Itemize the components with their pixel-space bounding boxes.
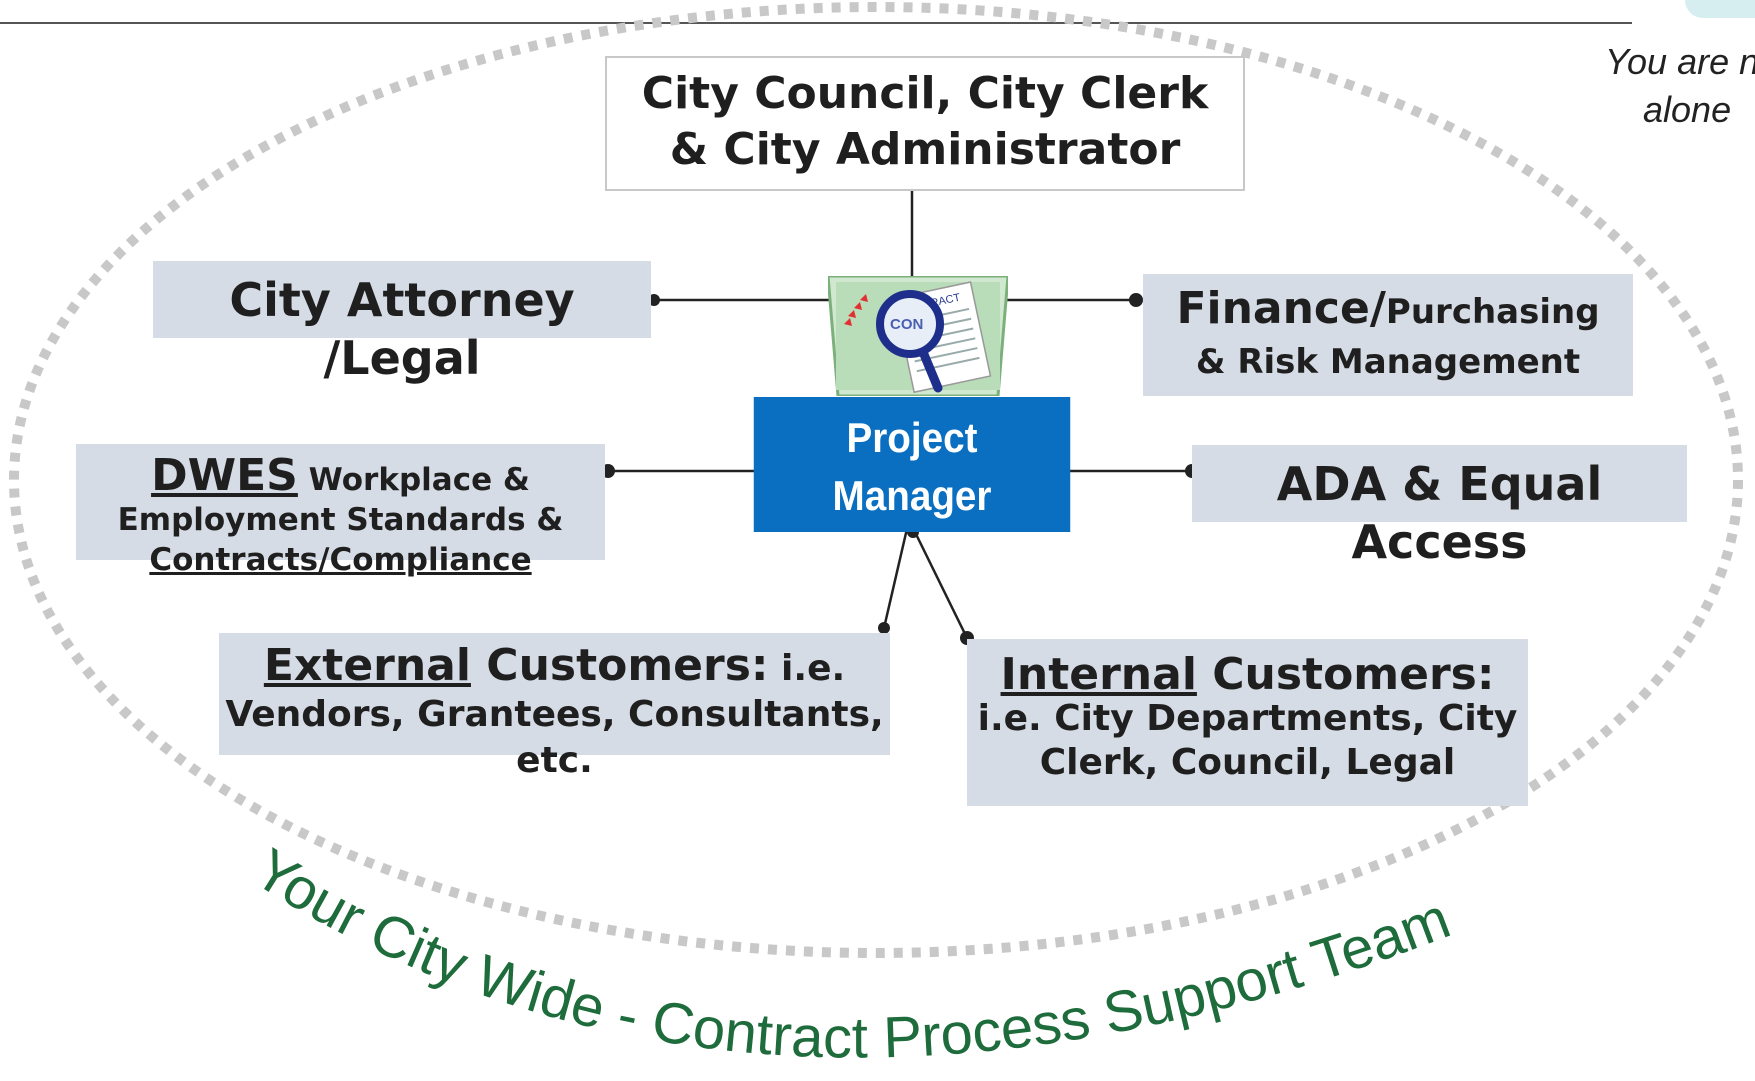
attorney-line2: /Legal — [323, 331, 481, 385]
external-title-ul: External — [263, 640, 471, 691]
external-customers-box: External Customers: i.e. Vendors, Grante… — [219, 633, 890, 781]
connector-external — [882, 519, 911, 629]
internal-title-rest: Customers: — [1196, 649, 1495, 700]
finance-box: Finance/Purchasing & Risk Management — [1143, 274, 1633, 396]
attorney-box: City Attorney /Legal — [153, 261, 651, 385]
ada-line2: Access — [1351, 515, 1528, 569]
top-rule — [0, 22, 1632, 24]
internal-title-ul: Internal — [1000, 649, 1197, 700]
side-note: You are n alone — [1605, 38, 1755, 134]
external-line3: etc. — [516, 740, 593, 781]
external-title-rest: Customers: — [470, 640, 769, 691]
contract-magnifier-icon: TRACT CON — [828, 276, 1008, 396]
external-line2: Vendors, Grantees, Consultants, — [225, 694, 884, 735]
contract-icon-text1: CON — [890, 316, 923, 333]
dot-attorney — [648, 294, 660, 306]
side-note-line2: alone — [1643, 89, 1732, 130]
council-box: City Council, City Clerk & City Administ… — [605, 56, 1245, 191]
internal-line3: Clerk, Council, Legal — [1039, 742, 1456, 783]
internal-customers-box: Internal Customers: i.e. City Department… — [967, 639, 1528, 806]
connector-internal — [911, 527, 969, 639]
dwes-box: DWES Workplace & Employment Standards & … — [76, 444, 605, 578]
dwes-line1: Workplace & — [297, 462, 530, 498]
dot-external — [878, 622, 890, 634]
council-line2: & City Administrator — [669, 124, 1181, 175]
dwes-title: DWES — [151, 450, 298, 501]
council-line1: City Council, City Clerk — [641, 68, 1209, 119]
external-small: i.e. — [768, 648, 846, 689]
finance-main: Finance/ — [1176, 283, 1386, 334]
corner-decoration — [1685, 0, 1755, 18]
project-manager-box: Project Manager — [753, 397, 1071, 532]
attorney-line1: City Attorney — [229, 273, 575, 327]
footer-curved-text: Your City Wide - Contract Process Suppor… — [243, 836, 1458, 1071]
team-ellipse — [9, 2, 1743, 958]
pm-line1: Project — [846, 414, 978, 461]
dwes-line2: Employment Standards & — [117, 502, 564, 538]
pm-line2: Manager — [832, 472, 992, 519]
side-note-line1: You are n — [1605, 41, 1755, 82]
internal-line2: i.e. City Departments, City — [977, 698, 1518, 739]
finance-sub1: Purchasing — [1385, 292, 1600, 332]
ada-box: ADA & Equal Access — [1192, 445, 1687, 569]
finance-sub2: & Risk Management — [1195, 342, 1581, 382]
dwes-line3: Contracts/Compliance — [149, 542, 532, 578]
dot-finance — [1129, 293, 1143, 307]
ada-line1: ADA & Equal — [1276, 457, 1603, 511]
